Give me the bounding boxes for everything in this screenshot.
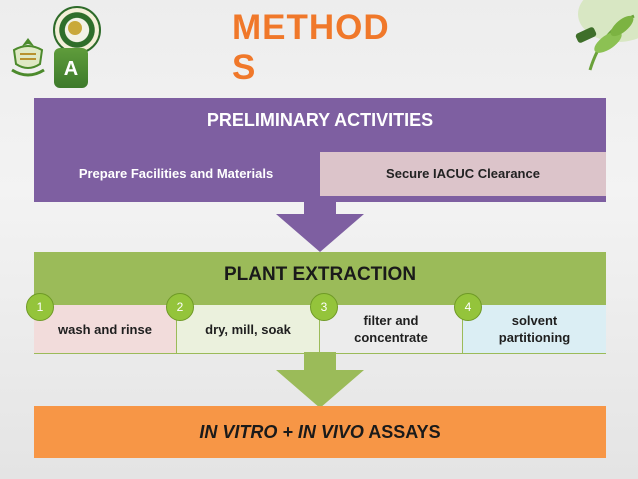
step-solvent-partitioning: solvent partitioning xyxy=(463,305,606,353)
step-label: filter and concentrate xyxy=(354,313,428,345)
step-filter-and-concentrate: filter and concentrate xyxy=(320,305,462,353)
plus-text: + xyxy=(277,422,298,442)
agriculture-emblem-icon xyxy=(11,38,45,77)
prepare-facilities-box xyxy=(34,152,318,196)
iacuc-clearance-label: Secure IACUC Clearance xyxy=(386,166,540,181)
step-number-badge: 3 xyxy=(310,293,338,321)
step-number-badge: 4 xyxy=(454,293,482,321)
college-badge-logo xyxy=(54,48,88,88)
down-arrow-icon xyxy=(276,352,364,408)
leaf-decoration-icon xyxy=(575,0,638,71)
prepare-facilities-label: Prepare Facilities and Materials xyxy=(78,166,274,181)
in-vivo-text: IN VIVO xyxy=(297,422,364,442)
plant-extraction-heading: PLANT EXTRACTION xyxy=(223,264,417,285)
step-dry-mill-soak: dry, mill, soak xyxy=(177,305,319,353)
university-seal-logo xyxy=(53,6,101,54)
step-label: wash and rinse xyxy=(58,321,152,337)
badge-letter: A xyxy=(63,58,79,80)
in-vitro-text: IN VITRO xyxy=(199,422,278,442)
step-label: solvent partitioning xyxy=(498,313,571,345)
step-label: dry, mill, soak xyxy=(205,321,291,337)
assays-panel xyxy=(34,406,606,458)
slide-title: METHOD S xyxy=(232,8,390,87)
assays-label: IN VITRO + IN VIVO ASSAYS xyxy=(34,406,606,458)
assays-word: ASSAYS xyxy=(363,422,441,442)
seal-center-icon xyxy=(68,21,82,35)
step-wash-and-rinse: wash and rinse xyxy=(34,305,176,353)
step-number-badge: 1 xyxy=(26,293,54,321)
step-number-badge: 2 xyxy=(166,293,194,321)
down-arrow-icon xyxy=(276,196,364,252)
iacuc-clearance-box xyxy=(320,152,606,196)
preliminary-activities-heading: PRELIMINARY ACTIVITIES xyxy=(206,110,434,130)
